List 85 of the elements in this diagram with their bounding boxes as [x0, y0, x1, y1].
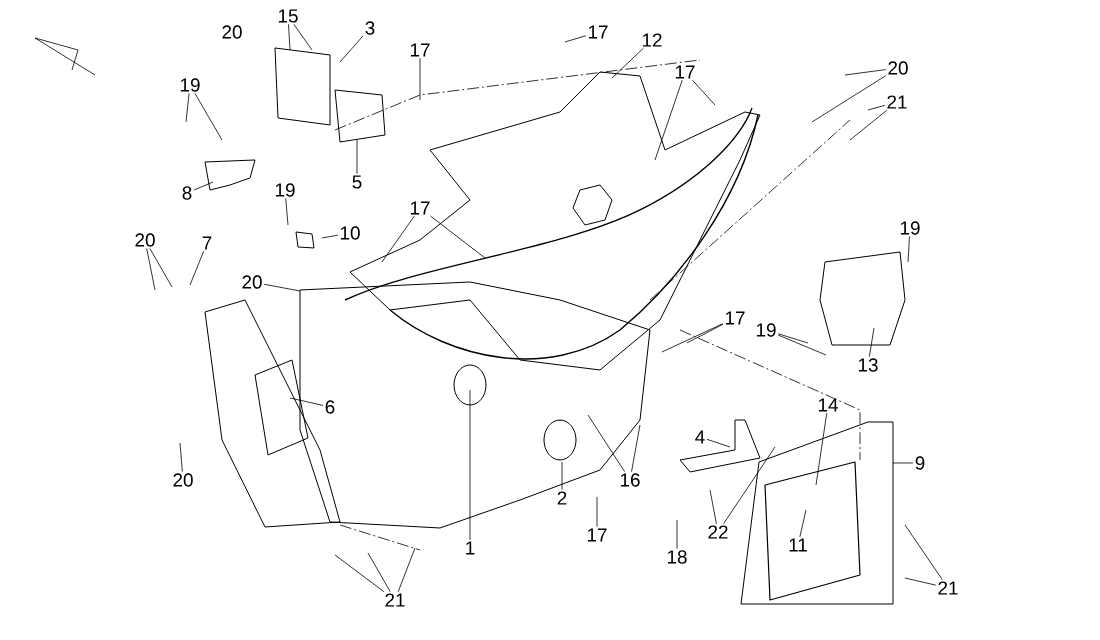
leader-line: [193, 181, 214, 191]
callout-number: 21: [887, 95, 907, 109]
leader-line: [907, 236, 910, 263]
callout-number: 2: [557, 491, 567, 505]
callout-number: 17: [588, 25, 608, 39]
leader-line: [194, 93, 223, 141]
leader-line: [285, 198, 289, 226]
leader-line: [469, 389, 471, 541]
leader-line: [149, 248, 173, 288]
callout-number: 19: [180, 78, 200, 92]
callout-number: 22: [708, 525, 728, 539]
callout-number: 8: [182, 186, 192, 200]
leader-line: [339, 35, 364, 63]
leader-line: [397, 547, 416, 593]
leader-line: [867, 104, 886, 111]
callout-number: 20: [222, 25, 242, 39]
leader-line: [904, 577, 937, 586]
callout-number: 10: [340, 226, 360, 240]
callout-number: 17: [410, 43, 430, 57]
leader-line: [587, 414, 625, 472]
leader-line: [289, 397, 324, 406]
callout-number: 21: [938, 581, 958, 595]
leader-line: [654, 79, 683, 161]
callout-number: 13: [858, 358, 878, 372]
leader-line: [146, 248, 156, 291]
leader-line: [844, 69, 887, 76]
leader-line: [723, 446, 776, 525]
callout-number: 20: [242, 275, 262, 289]
leader-line: [179, 442, 183, 472]
callout-number: 1: [466, 541, 475, 555]
callout-number: 12: [642, 33, 662, 47]
leader-line: [321, 234, 339, 239]
callout-number: 17: [587, 528, 607, 542]
callout-number: 9: [915, 456, 925, 470]
callout-number: 17: [410, 201, 430, 215]
leader-line: [564, 35, 587, 43]
leader-line: [692, 79, 716, 106]
leader-line: [356, 139, 358, 175]
leader-line: [706, 438, 731, 448]
leader-line: [849, 109, 888, 141]
callout-number: 20: [135, 233, 155, 247]
leader-line: [815, 412, 828, 486]
leader-line: [367, 552, 391, 593]
callout-number: 11: [789, 538, 807, 552]
leader-line: [430, 215, 486, 259]
leader-line: [661, 323, 724, 353]
callout-number: 17: [725, 311, 745, 325]
leader-line: [904, 524, 943, 581]
callout-number: 19: [900, 221, 920, 235]
leader-line: [611, 47, 644, 79]
leader-line: [561, 461, 563, 491]
leader-line: [631, 424, 641, 472]
callout-number: 19: [275, 183, 295, 197]
leader-line: [868, 327, 875, 357]
leader-line: [263, 283, 301, 292]
leader-line: [686, 323, 724, 344]
callout-number: 6: [325, 400, 335, 414]
leader-line: [777, 334, 827, 356]
callout-number: 14: [818, 398, 838, 412]
callout-number: 5: [352, 175, 362, 189]
callout-number: 18: [667, 550, 687, 564]
leader-line: [892, 462, 914, 464]
callout-number: 15: [278, 9, 298, 23]
leader-line: [799, 509, 807, 538]
callout-number: 19: [756, 323, 776, 337]
leader-line: [811, 75, 887, 123]
leader-line: [419, 57, 421, 101]
callout-number: 4: [695, 430, 705, 444]
leader-line: [288, 23, 291, 51]
callout-number: 7: [202, 236, 212, 250]
leader-line: [709, 489, 717, 525]
callout-number: 21: [385, 593, 405, 607]
leader-line: [676, 519, 678, 549]
callout-number: 20: [888, 61, 908, 75]
callout-number: 3: [365, 21, 375, 35]
leader-line: [293, 23, 313, 51]
leader-line: [185, 93, 190, 123]
callout-number: 20: [173, 473, 193, 487]
callout-number: 17: [675, 65, 695, 79]
leader-line: [189, 250, 205, 286]
leader-line: [777, 333, 809, 344]
leader-line: [334, 554, 385, 593]
callout-number: 16: [620, 473, 640, 487]
leader-line: [596, 496, 598, 528]
leader-line: [381, 215, 415, 263]
